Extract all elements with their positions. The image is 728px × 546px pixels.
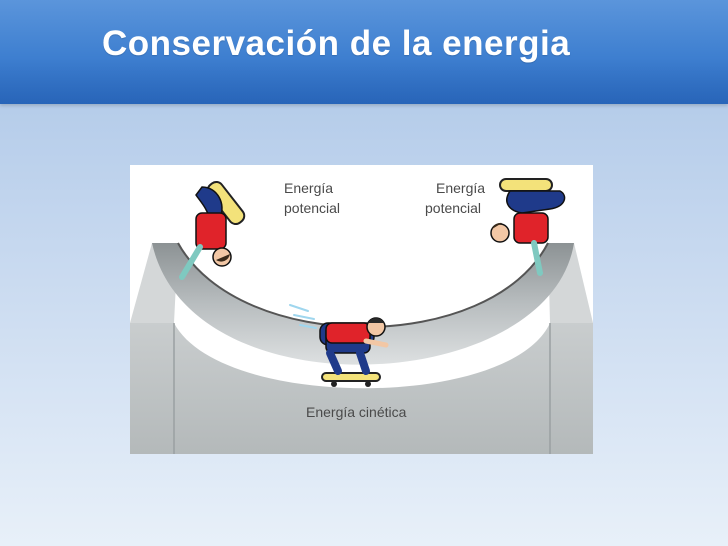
label-kinetic: Energía cinética [306,404,407,420]
skateboard-bottom [321,372,381,382]
skater-right [490,178,566,276]
label-potential-right-1: Energía [436,180,485,196]
slide-title: Conservación de la energia [102,24,571,63]
skateboard-right [499,178,553,192]
ramp-bowl [152,243,574,365]
label-potential-left-2: potencial [284,200,340,216]
halfpipe-svg: Energía potencial Energía potencial Ener… [130,178,593,454]
label-potential-left-1: Energía [284,180,333,196]
label-potential-right-2: potencial [425,200,481,216]
skater-bottom [289,304,389,387]
halfpipe-illustration: Energía potencial Energía potencial Ener… [130,165,593,454]
title-bar [0,0,728,104]
skater-left [179,180,246,280]
ramp-body [130,323,593,454]
